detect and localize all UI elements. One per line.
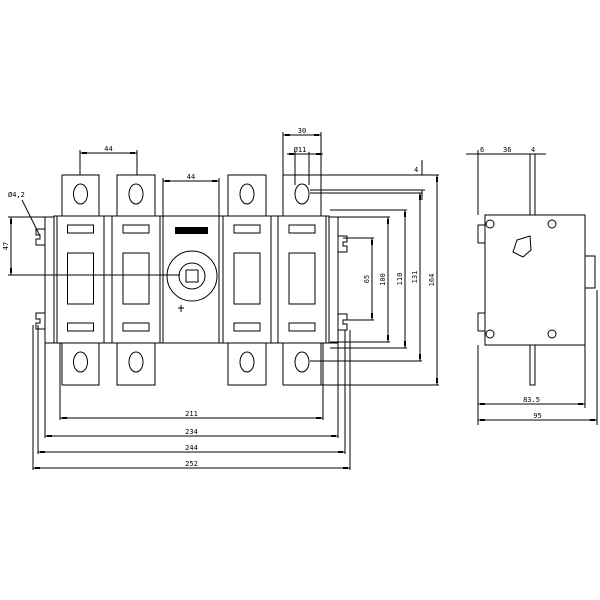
- pole-3: [223, 175, 271, 385]
- dim-front_view.dimensions.terminal_hole: Ø11: [287, 146, 323, 155]
- dim-label: 4: [531, 146, 535, 154]
- brand-plate: [175, 227, 208, 234]
- dim-label: 95: [533, 412, 541, 420]
- left-rail: [45, 217, 54, 343]
- pole-window: [289, 253, 315, 304]
- dim-front_view.dimensions.width_244: 244: [38, 444, 345, 453]
- terminal-hole-icon: [295, 352, 309, 372]
- terminal-hole-icon: [74, 184, 88, 204]
- side-handle: [585, 256, 595, 288]
- dim-label: 131: [411, 271, 419, 284]
- leader-line: [22, 200, 40, 236]
- dim-label: 30: [298, 127, 306, 135]
- terminal-bottom: [117, 343, 155, 385]
- terminal-hole-icon: [295, 184, 309, 204]
- window-top: [123, 225, 149, 233]
- front-view: [33, 175, 350, 470]
- terminal-hole-icon: [240, 184, 254, 204]
- din-clip-top: [478, 225, 485, 243]
- dim-label: 110: [396, 273, 404, 286]
- dim-label: 100: [379, 273, 387, 286]
- pole-window: [123, 253, 149, 304]
- dim-label: 164: [428, 274, 436, 287]
- terminal-top: [283, 175, 321, 216]
- din-clip-bottom: [478, 313, 485, 331]
- shaft-opening: [513, 236, 531, 257]
- dim-side_view.dimensions.body_depth: 83.5: [478, 396, 585, 405]
- busbar-bottom: [530, 345, 535, 385]
- screw-icon: [548, 330, 556, 338]
- dim-front_view.dimensions.body_height: 100: [330, 217, 390, 342]
- dim-front_view.dimensions.terminal_width: 30: [283, 127, 321, 136]
- handle-hub-icon: [179, 263, 205, 289]
- busbar-top: [530, 154, 535, 215]
- pole-window: [234, 253, 260, 304]
- dim-front_view.dimensions.center_section_width: 44: [163, 173, 219, 182]
- terminal-hole-icon: [129, 184, 143, 204]
- dim-label: 244: [185, 444, 198, 452]
- dim-label: 44: [104, 145, 112, 153]
- dim-label: 234: [185, 428, 198, 436]
- terminal-hole-icon: [74, 352, 88, 372]
- terminal-hole-icon: [129, 352, 143, 372]
- dim-front_view.dimensions.height_131: 131: [310, 193, 422, 361]
- handle-shaft-icon: [186, 270, 198, 282]
- mounting-ear-top-right: [338, 236, 347, 252]
- dim-label: 44: [187, 173, 195, 181]
- dim-label: 65: [363, 275, 371, 283]
- pole-4: [278, 175, 326, 385]
- center-section: [163, 216, 219, 343]
- mounting-ear-top-left: [36, 229, 45, 245]
- terminal-hole-icon: [240, 352, 254, 372]
- terminal-bottom: [283, 343, 321, 385]
- dim-side_view.dimensions.overall_depth: 95: [478, 412, 597, 421]
- window-top: [289, 225, 315, 233]
- terminal-top: [228, 175, 266, 216]
- dim-front_view.dimensions.handle_height: 47: [2, 217, 12, 275]
- window-top: [68, 225, 94, 233]
- pole-2: [112, 175, 160, 385]
- mounting-ear-bottom-right: [338, 314, 347, 330]
- pole-1: [57, 175, 104, 385]
- side-view: [478, 150, 597, 425]
- dim-label: Ø11: [294, 146, 307, 154]
- pole-window: [68, 253, 94, 304]
- terminal-top: [62, 175, 99, 216]
- terminal-bottom: [62, 343, 99, 385]
- dim-label: 83.5: [523, 396, 540, 404]
- terminal-top: [117, 175, 155, 216]
- dim-front_view.dimensions.terminal_pitch: 44: [80, 145, 137, 154]
- screw-icon: [486, 220, 494, 228]
- window-bottom: [68, 323, 94, 331]
- rotary-handle: [167, 251, 217, 301]
- mounting-ear-bottom-left: [36, 313, 45, 329]
- dim-label: 6: [480, 146, 484, 154]
- handle-marker-icon: [178, 305, 184, 312]
- dim-front_view.dimensions.width_234: 234: [45, 428, 338, 437]
- dim-front_view.dimensions.width_211: 211: [60, 410, 323, 419]
- screw-icon: [548, 220, 556, 228]
- side-body: [485, 215, 585, 345]
- dim-label: 36: [503, 146, 511, 154]
- window-bottom: [123, 323, 149, 331]
- dim-front_view.dimensions.overall_width: 252: [33, 460, 350, 469]
- right-rail: [329, 217, 338, 343]
- window-bottom: [234, 323, 260, 331]
- dim-label: 4: [414, 166, 418, 174]
- dim-label: Ø4,2: [8, 191, 25, 199]
- terminal-bottom: [228, 343, 266, 385]
- dim-front_view.dimensions.mounting_spacing: 65: [343, 238, 374, 320]
- dim-label: 47: [2, 242, 10, 250]
- dim-front_view.dimensions.height_110: 110: [330, 210, 407, 348]
- window-top: [234, 225, 260, 233]
- screw-icon: [486, 330, 494, 338]
- window-bottom: [289, 323, 315, 331]
- dim-label: 211: [185, 410, 198, 418]
- dim-label: 252: [185, 460, 198, 468]
